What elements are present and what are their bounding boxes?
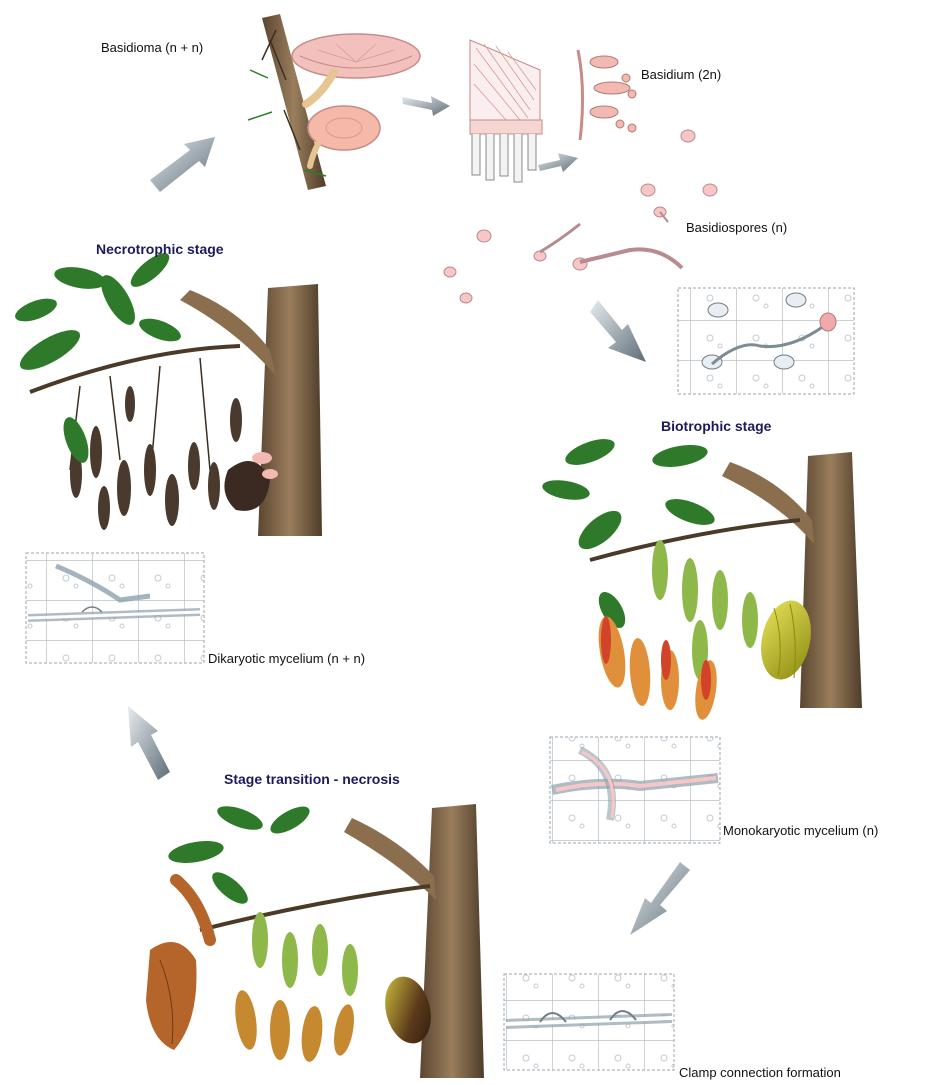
germination-inset xyxy=(678,288,854,394)
necrotrophic-tree-illustration xyxy=(12,248,322,536)
basidium-illustration xyxy=(578,50,636,140)
basidiospores-illustration xyxy=(444,130,717,303)
clamp-connection-label: Clamp connection formation xyxy=(679,1065,841,1081)
arrow-transition-to-dikaryotic xyxy=(128,706,170,780)
stage-transition-title: Stage transition - necrosis xyxy=(224,770,400,788)
dikaryotic-inset xyxy=(26,553,204,663)
transition-tree-illustration xyxy=(146,801,484,1078)
basidiospores-label: Basidiospores (n) xyxy=(686,220,787,236)
basidioma-label: Basidioma (n + n) xyxy=(101,40,203,56)
arrow-spores-to-biotrophic xyxy=(590,300,646,362)
arrow-basidioma-to-gills xyxy=(402,96,450,116)
basidioma-illustration xyxy=(248,14,420,190)
necrotrophic-stage-title: Necrotrophic stage xyxy=(96,240,224,258)
monokaryotic-inset xyxy=(550,737,720,843)
basidium-label: Basidium (2n) xyxy=(641,67,721,83)
gill-section-illustration xyxy=(470,40,542,182)
dikaryotic-mycelium-label: Dikaryotic mycelium (n + n) xyxy=(208,651,365,667)
monokaryotic-mycelium-label: Monokaryotic mycelium (n) xyxy=(723,823,878,839)
biotrophic-stage-title: Biotrophic stage xyxy=(661,417,771,435)
biotrophic-tree-illustration xyxy=(541,434,862,721)
arrow-mono-to-clamp xyxy=(630,862,690,935)
clamp-connection-inset xyxy=(504,974,674,1070)
arrow-necro-to-basidioma xyxy=(150,137,215,192)
arrow-gills-to-basidium xyxy=(538,153,578,172)
